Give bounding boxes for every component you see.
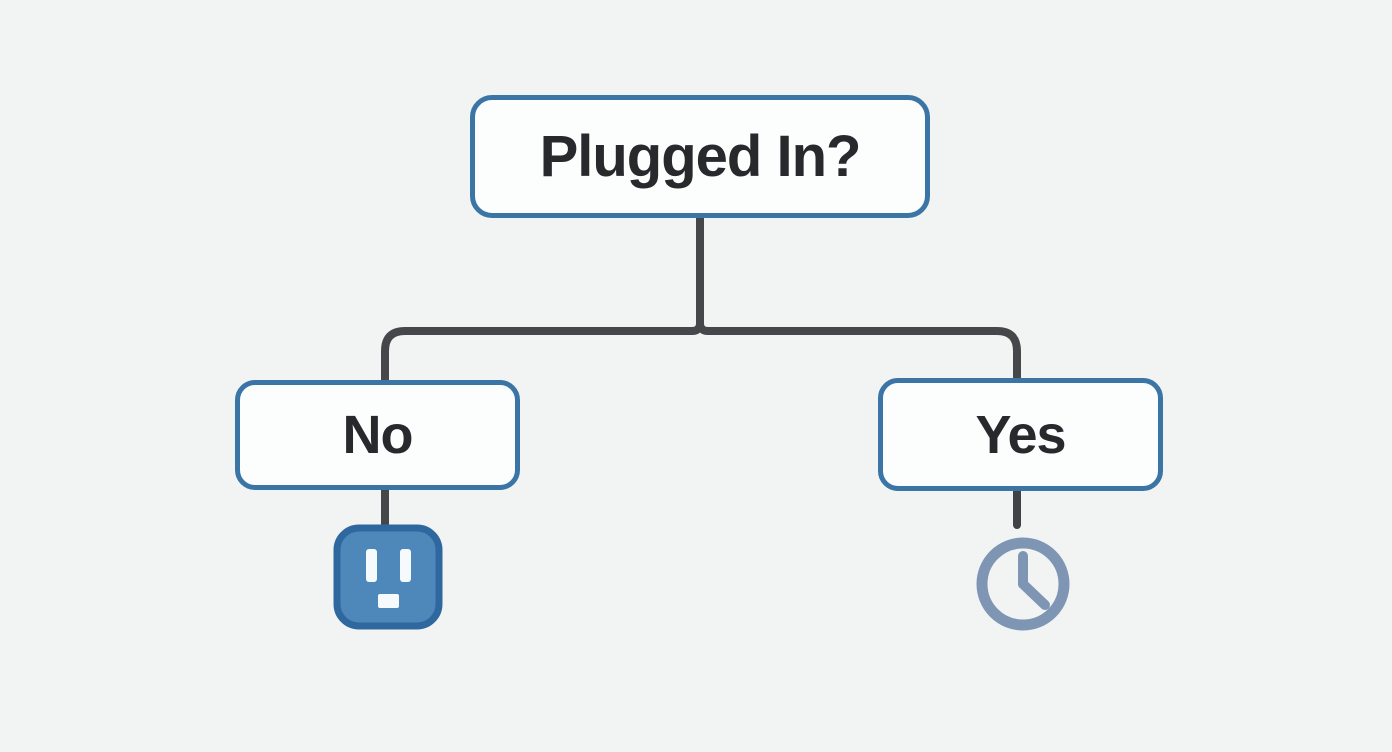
branch-no-label: No — [342, 405, 414, 465]
decision-node-plugged-in: Plugged In? — [470, 95, 930, 218]
power-outlet-icon — [333, 524, 443, 635]
branch-node-yes: Yes — [878, 378, 1163, 491]
branch-node-no: No — [235, 380, 520, 490]
clock-icon — [975, 536, 1071, 637]
decision-node-label: Plugged In? — [539, 124, 862, 189]
branch-yes-label: Yes — [975, 404, 1066, 465]
